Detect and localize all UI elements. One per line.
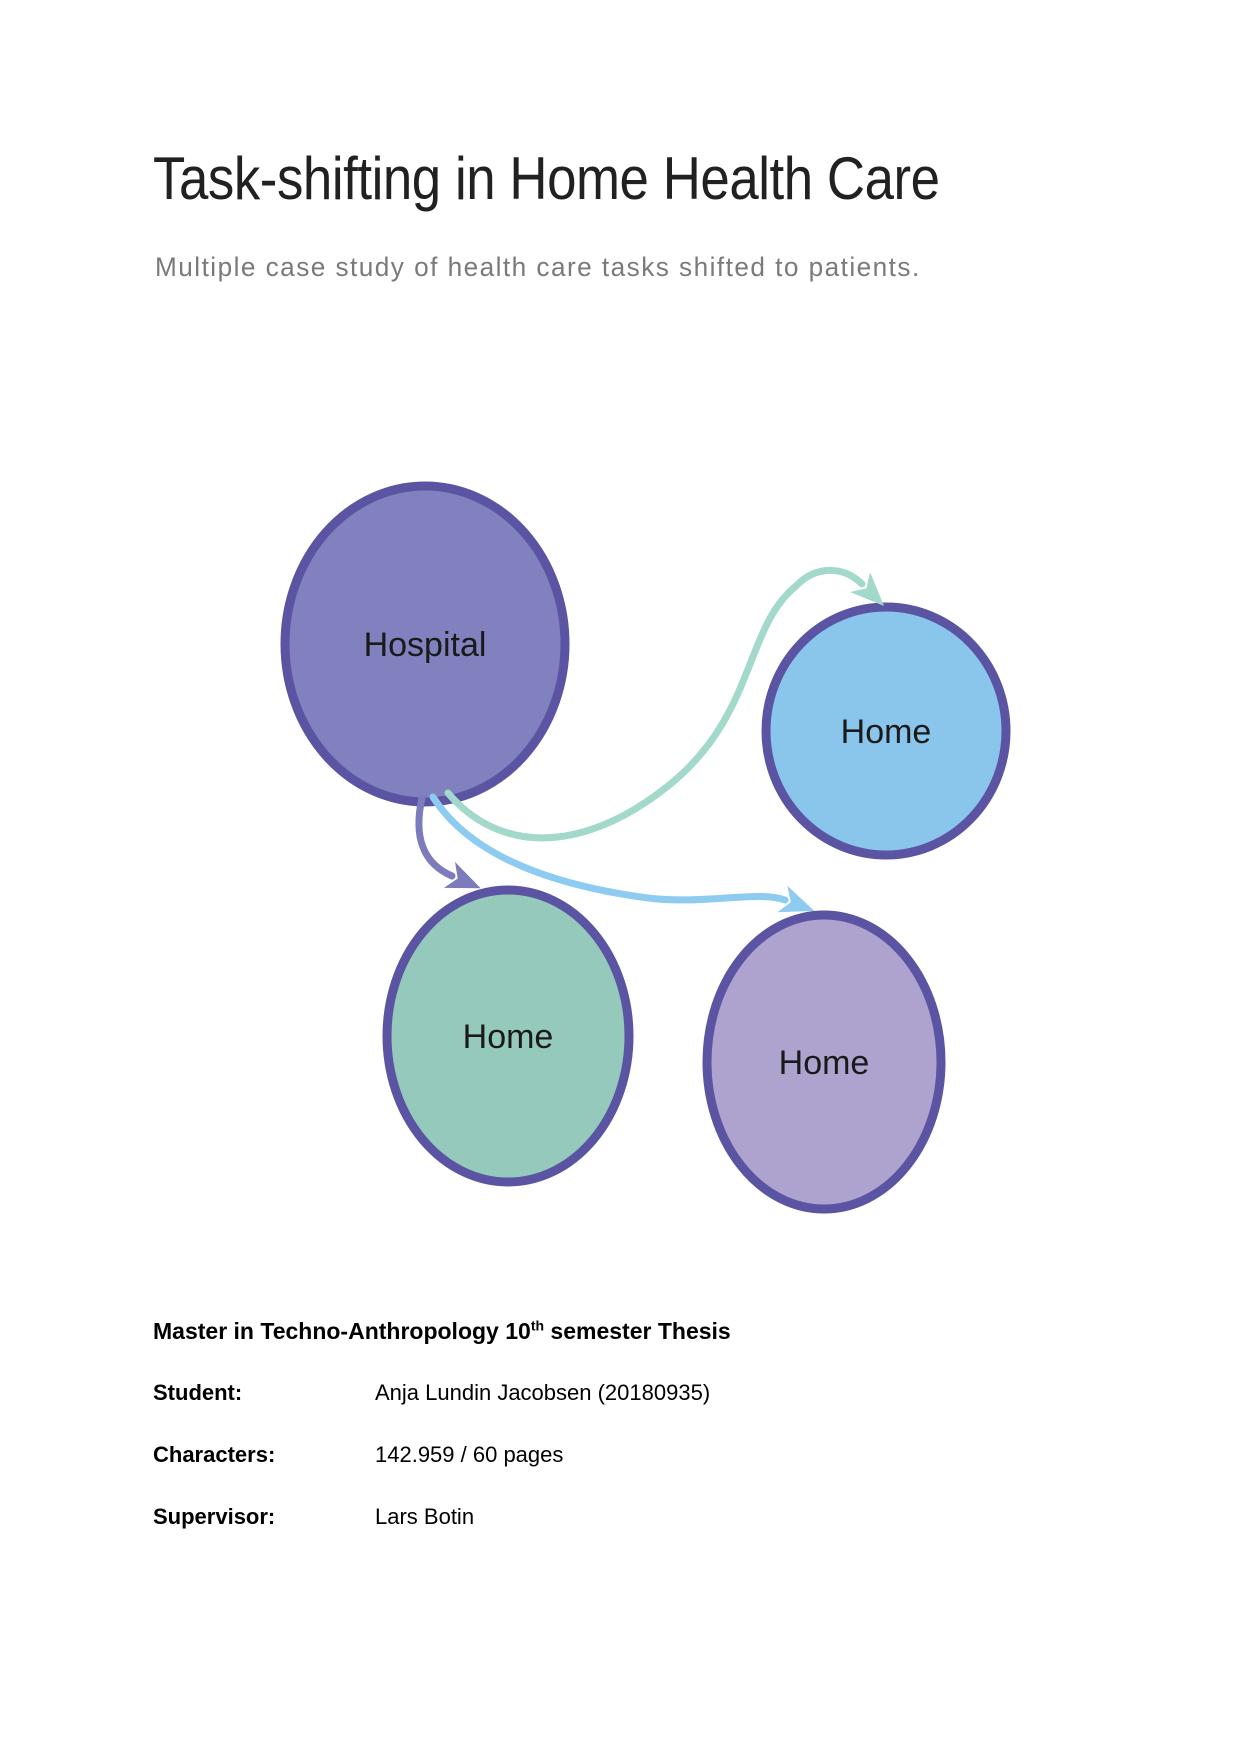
- page-subtitle: Multiple case study of health care tasks…: [155, 252, 921, 282]
- thesis-heading-superscript: th: [530, 1317, 545, 1334]
- diagram-node-home-southwest: [382, 885, 634, 1187]
- diagram-edge-hospital-to-home-southwest: [415, 794, 481, 889]
- page-title: Task-shifting in Home Health Care: [153, 145, 940, 212]
- diagram-edge-hospital-to-home-south: [429, 793, 815, 913]
- characters-value: 142.959 / 60 pages: [375, 1442, 564, 1467]
- diagram-node-hospital: [280, 481, 570, 807]
- detail-row-supervisor: Supervisor: Lars Botin: [153, 1504, 1053, 1530]
- supervisor-value: Lars Botin: [375, 1504, 475, 1529]
- detail-row-student: Student: Anja Lundin Jacobsen (20180935): [153, 1380, 1053, 1406]
- diagram-node-label-hospital: Hospital: [364, 626, 487, 664]
- student-label: Student:: [153, 1380, 243, 1405]
- thesis-heading-suffix: semester Thesis: [544, 1318, 731, 1344]
- detail-row-characters: Characters: 142.959 / 60 pages: [153, 1442, 1053, 1468]
- characters-label: Characters:: [153, 1442, 276, 1467]
- diagram-node-home-south: [702, 910, 946, 1214]
- thesis-heading-text: Master in Techno-Anthropology 10: [153, 1318, 531, 1344]
- diagram-node-label-home-southwest: Home: [463, 1018, 554, 1056]
- thesis-heading: Master in Techno-Anthropology 10th semes…: [153, 1318, 731, 1345]
- supervisor-label: Supervisor:: [153, 1504, 276, 1529]
- diagram-node-home-east: [761, 602, 1011, 860]
- diagram-node-label-home-south: Home: [779, 1044, 870, 1082]
- student-value: Anja Lundin Jacobsen (20180935): [375, 1380, 711, 1405]
- diagram-node-label-home-east: Home: [841, 713, 932, 751]
- diagram-edge-hospital-to-home-east: [444, 566, 885, 842]
